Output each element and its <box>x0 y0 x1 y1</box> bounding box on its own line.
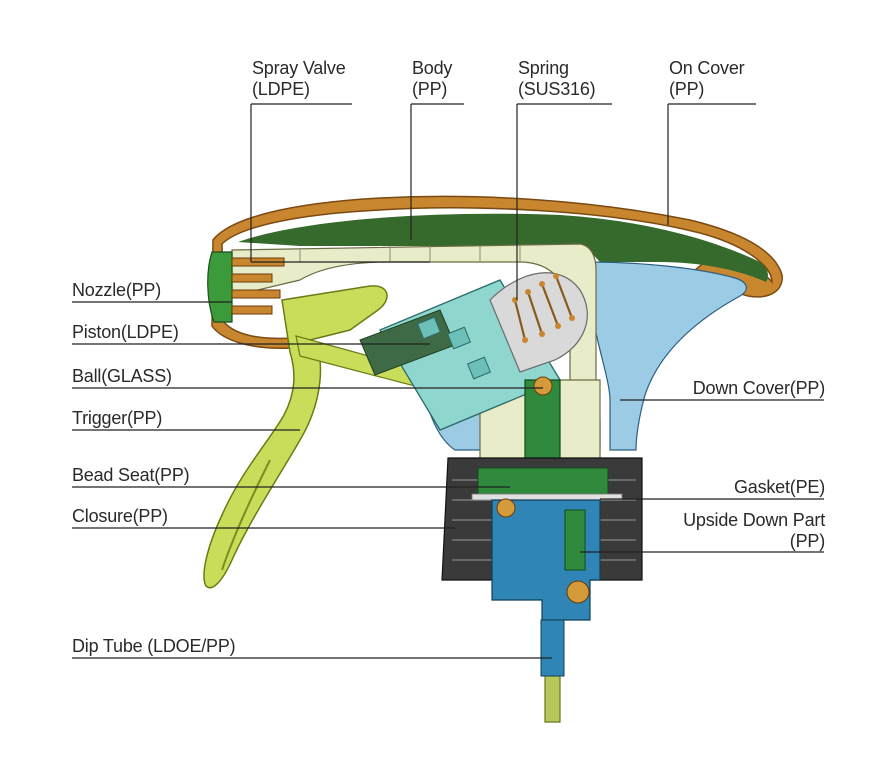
spring-material: (SUS316) <box>518 79 596 99</box>
down-cover-label: Down Cover(PP) <box>692 378 825 398</box>
piston-label: Piston(LDPE) <box>72 322 179 342</box>
spring-coils <box>513 275 574 341</box>
trigger-label: Trigger(PP) <box>72 408 163 428</box>
upside-down-part-name: Upside Down Part <box>683 510 825 530</box>
bead-seat-label: Bead Seat(PP) <box>72 465 190 485</box>
spray-valve-material: (LDPE) <box>252 79 310 99</box>
upside-down-part-material: (PP) <box>789 531 825 551</box>
spring-label: Spring (SUS316) <box>518 58 596 100</box>
body-material: (PP) <box>412 79 448 99</box>
ball-shape <box>533 376 553 396</box>
body-label: Body (PP) <box>412 58 452 100</box>
cover-interior-shape <box>238 213 768 282</box>
nozzle-label: Nozzle(PP) <box>72 280 162 300</box>
dip-tube-label: Dip Tube (LDOE/PP) <box>72 636 236 656</box>
closure-label: Closure(PP) <box>72 506 168 526</box>
bead-seat-shape <box>477 467 609 497</box>
gasket-label: Gasket(PE) <box>733 477 825 497</box>
on-cover-material: (PP) <box>669 79 705 99</box>
lower-ball-shape <box>496 498 516 518</box>
ball-label: Ball(GLASS) <box>72 366 172 386</box>
down-cover-shape <box>589 261 747 451</box>
on-cover-label: On Cover (PP) <box>669 58 745 100</box>
leader-lines <box>72 103 824 659</box>
spray-valve-name: Spray Valve <box>252 58 346 78</box>
body-name: Body <box>412 58 453 78</box>
nozzle-shape <box>207 251 233 323</box>
gasket-shape <box>471 493 623 501</box>
upside-down-part-label: Upside Down Part (PP) <box>683 510 825 552</box>
spray-valve-label: Spray Valve (LDPE) <box>252 58 346 100</box>
spring-name: Spring <box>518 58 569 78</box>
on-cover-name: On Cover <box>669 58 745 78</box>
